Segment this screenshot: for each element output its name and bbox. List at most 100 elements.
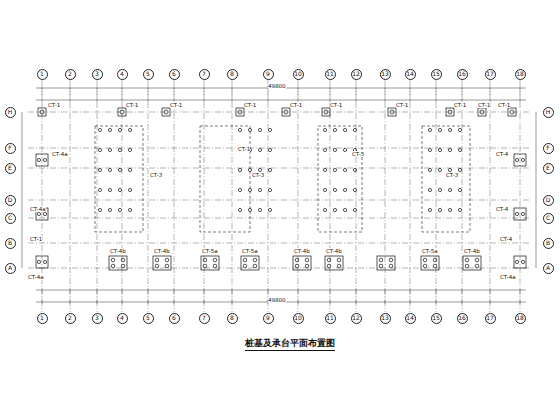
cap-mark: CT-5a	[422, 248, 438, 254]
dimension-text: 49800	[268, 297, 286, 303]
axis-label: 15	[432, 315, 440, 321]
axis-bubble: C	[543, 213, 554, 224]
axis-bubble: 4	[117, 313, 128, 324]
axis-bubble: 18	[515, 69, 526, 80]
axis-bubble: C	[5, 213, 16, 224]
axis-bubble: 15	[431, 313, 442, 324]
axis-label: A	[8, 265, 12, 271]
axis-bubble: B	[5, 238, 16, 249]
axis-bubble: 3	[92, 69, 103, 80]
axis-bubble: 10	[293, 69, 304, 80]
cap-mark: CT-4a	[500, 274, 516, 280]
axis-label: 3	[95, 71, 99, 77]
cap-mark: CT-1	[290, 102, 302, 108]
axis-bubble: 12	[351, 69, 362, 80]
cap-mark: CT-4a	[52, 151, 68, 157]
cap-mark: CT-4b	[464, 248, 480, 254]
axis-label: 6	[172, 71, 176, 77]
axis-bubble: 13	[380, 313, 391, 324]
axis-label: F	[546, 145, 549, 151]
axis-label: 10	[294, 315, 302, 321]
axis-label: H	[8, 109, 13, 115]
axis-label: 8	[230, 315, 234, 321]
axis-bubble: 14	[405, 313, 416, 324]
cap-mark: CT-1	[478, 102, 490, 108]
cap-mark: CT-1	[30, 236, 42, 242]
cap-mark: CT-4a	[28, 274, 44, 280]
cap-mark: CT-4b	[326, 248, 342, 254]
axis-label: 9	[266, 315, 270, 321]
axis-label: 12	[352, 71, 360, 77]
cap-mark: CT-1	[498, 102, 510, 108]
cap-mark: CT-1	[330, 102, 342, 108]
axis-label: 8	[230, 71, 234, 77]
axis-label: 6	[172, 315, 176, 321]
axis-label: 9	[266, 71, 270, 77]
axis-bubble: 4	[117, 69, 128, 80]
axis-bubble: 6	[169, 69, 180, 80]
axis-bubble: 9	[263, 313, 274, 324]
axis-label: H	[546, 109, 551, 115]
axis-label: 10	[294, 71, 302, 77]
axis-bubble: 6	[169, 313, 180, 324]
axis-bubble: 18	[515, 313, 526, 324]
cap-mark: CT-4	[500, 236, 512, 242]
axis-label: 2	[68, 71, 72, 77]
cap-mark: CT-1	[238, 146, 250, 152]
axis-label: 18	[516, 315, 524, 321]
axis-label: 5	[146, 315, 150, 321]
dimension-text: 49800	[268, 83, 286, 89]
axis-bubble: 17	[485, 69, 496, 80]
axis-label: D	[8, 197, 13, 203]
axis-label: 18	[516, 71, 524, 77]
cap-mark: CT-4	[496, 206, 508, 212]
cap-mark: CT-4b	[110, 248, 126, 254]
axis-bubble: 13	[380, 69, 391, 80]
axis-bubble: 16	[457, 313, 468, 324]
axis-label: B	[546, 240, 550, 246]
axis-bubble: E	[5, 163, 16, 174]
axis-label: 4	[120, 71, 124, 77]
axis-label: 14	[406, 315, 414, 321]
axis-label: 13	[381, 315, 389, 321]
axis-bubble: D	[543, 195, 554, 206]
cap-mark: CT-4b	[294, 248, 310, 254]
cap-mark: CT-1	[244, 102, 256, 108]
axis-bubble: E	[543, 163, 554, 174]
axis-label: 7	[202, 315, 206, 321]
axis-bubble: H	[5, 107, 16, 118]
cap-mark: CT-5a	[242, 248, 258, 254]
axis-label: 17	[486, 315, 494, 321]
axis-bubble: 17	[485, 313, 496, 324]
axis-label: 13	[381, 71, 389, 77]
axis-label: 15	[432, 71, 440, 77]
axis-label: E	[546, 165, 550, 171]
axis-bubble: 1	[37, 313, 48, 324]
axis-label: A	[546, 265, 550, 271]
axis-label: 11	[326, 71, 334, 77]
cap-mark: CT-1	[48, 102, 60, 108]
cap-mark: CT-4b	[154, 248, 170, 254]
axis-bubble: 11	[325, 313, 336, 324]
axis-bubble: 1	[37, 69, 48, 80]
axis-label: 7	[202, 71, 206, 77]
axis-bubble: F	[543, 143, 554, 154]
cap-mark: CT-5a	[202, 248, 218, 254]
cap-mark: CT-1	[126, 102, 138, 108]
axis-bubble: 11	[325, 69, 336, 80]
axis-bubble: 2	[65, 69, 76, 80]
axis-bubble: 5	[143, 69, 154, 80]
axis-bubble: 2	[65, 313, 76, 324]
cap-mark: CT-3	[150, 172, 162, 178]
axis-bubble: 12	[351, 313, 362, 324]
axis-bubble: 15	[431, 69, 442, 80]
axis-label: 3	[95, 315, 99, 321]
axis-bubble: 7	[199, 69, 210, 80]
axis-bubble: 5	[143, 313, 154, 324]
axis-bubble: 7	[199, 313, 210, 324]
axis-label: 17	[486, 71, 494, 77]
cap-mark: CT-4a	[30, 206, 46, 212]
axis-label: 14	[406, 71, 414, 77]
